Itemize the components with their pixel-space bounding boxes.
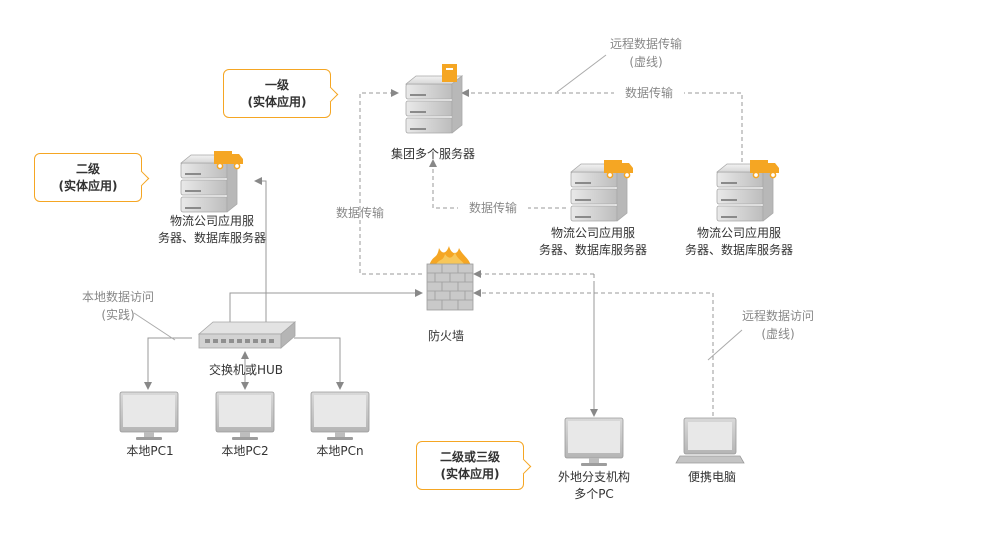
label-line: 多个PC: [574, 487, 614, 501]
transfer-note-mid: 数据传输: [458, 199, 528, 217]
tier-callout-level2: 二级 (实体应用): [34, 153, 150, 202]
transfer-note-left: 数据传输: [335, 206, 384, 220]
logistics-server-label-a: 物流公司应用服 务器、数据库服务器: [140, 213, 284, 247]
pc1-icon: [119, 391, 179, 441]
tier-title: 二级或三级: [439, 449, 500, 464]
branch-pc-icon: [564, 417, 624, 467]
label-line: 物流公司应用服: [696, 226, 781, 240]
pc1-label: 本地PC1: [126, 444, 174, 458]
firewall-icon: [426, 246, 474, 311]
label-line: 物流公司应用服: [550, 226, 635, 240]
logistics-server-icon-c: [716, 159, 780, 222]
logistics-server-label-b: 物流公司应用服 务器、数据库服务器: [521, 225, 665, 259]
group-servers-label: 集团多个服务器: [390, 147, 475, 161]
label-line: 外地分支机构: [557, 470, 630, 484]
firewall-label: 防火墙: [427, 329, 464, 343]
label-line: 物流公司应用服: [169, 214, 254, 228]
laptop-label: 便携电脑: [687, 470, 736, 484]
label-line: 务器、数据库服务器: [684, 243, 793, 257]
pcn-label: 本地PCn: [316, 444, 364, 458]
tier-title: 二级: [75, 161, 100, 176]
tier-callout-level23: 二级或三级 (实体应用): [416, 441, 532, 490]
pc2-label: 本地PC2: [221, 444, 269, 458]
note-line: (虚线): [761, 327, 795, 341]
laptop-icon: [675, 417, 745, 464]
note-line: 远程数据传输: [609, 37, 682, 51]
tier-title: 一级: [264, 77, 289, 92]
local-access-note: 本地数据访问 (实践): [68, 288, 168, 324]
pcn-icon: [310, 391, 370, 441]
logistics-server-icon-b: [570, 159, 634, 222]
group-server-icon: [405, 64, 463, 134]
label-line: 务器、数据库服务器: [157, 231, 266, 245]
note-line: 本地数据访问: [81, 290, 154, 304]
label-line: 务器、数据库服务器: [538, 243, 647, 257]
note-line: 远程数据访问: [741, 309, 814, 323]
tier-subtitle: (实体应用): [440, 466, 500, 481]
tier-callout-level1: 一级 (实体应用): [223, 69, 339, 118]
remote-access-note: 远程数据访问 (虚线): [728, 307, 828, 343]
note-line: (实践): [101, 308, 135, 322]
logistics-server-label-c: 物流公司应用服 务器、数据库服务器: [667, 225, 811, 259]
remote-transfer-note: 远程数据传输 (虚线): [596, 35, 696, 71]
transfer-note-top: 数据传输: [614, 84, 684, 102]
tier-subtitle: (实体应用): [247, 94, 307, 109]
switch-icon: [197, 321, 297, 349]
logistics-server-icon-a: [180, 150, 244, 213]
pc2-icon: [215, 391, 275, 441]
tier-subtitle: (实体应用): [58, 178, 118, 193]
switch-label: 交换机或HUB: [208, 363, 284, 377]
note-line: (虚线): [629, 55, 663, 69]
branch-pc-label: 外地分支机构 多个PC: [544, 469, 644, 503]
